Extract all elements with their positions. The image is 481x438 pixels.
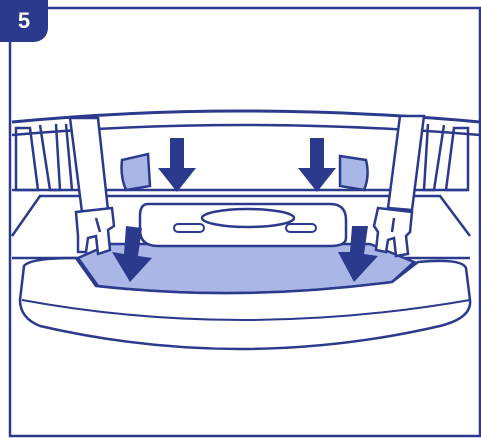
right-clip (340, 156, 368, 190)
left-strap (70, 118, 108, 212)
right-buckle-icon (374, 208, 412, 256)
arrow-down-upper-left-icon (158, 138, 196, 192)
left-clip (122, 154, 151, 190)
step-number-badge: 5 (0, 0, 48, 42)
arrow-down-upper-right-icon (298, 138, 336, 192)
left-buckle-icon (76, 208, 114, 254)
